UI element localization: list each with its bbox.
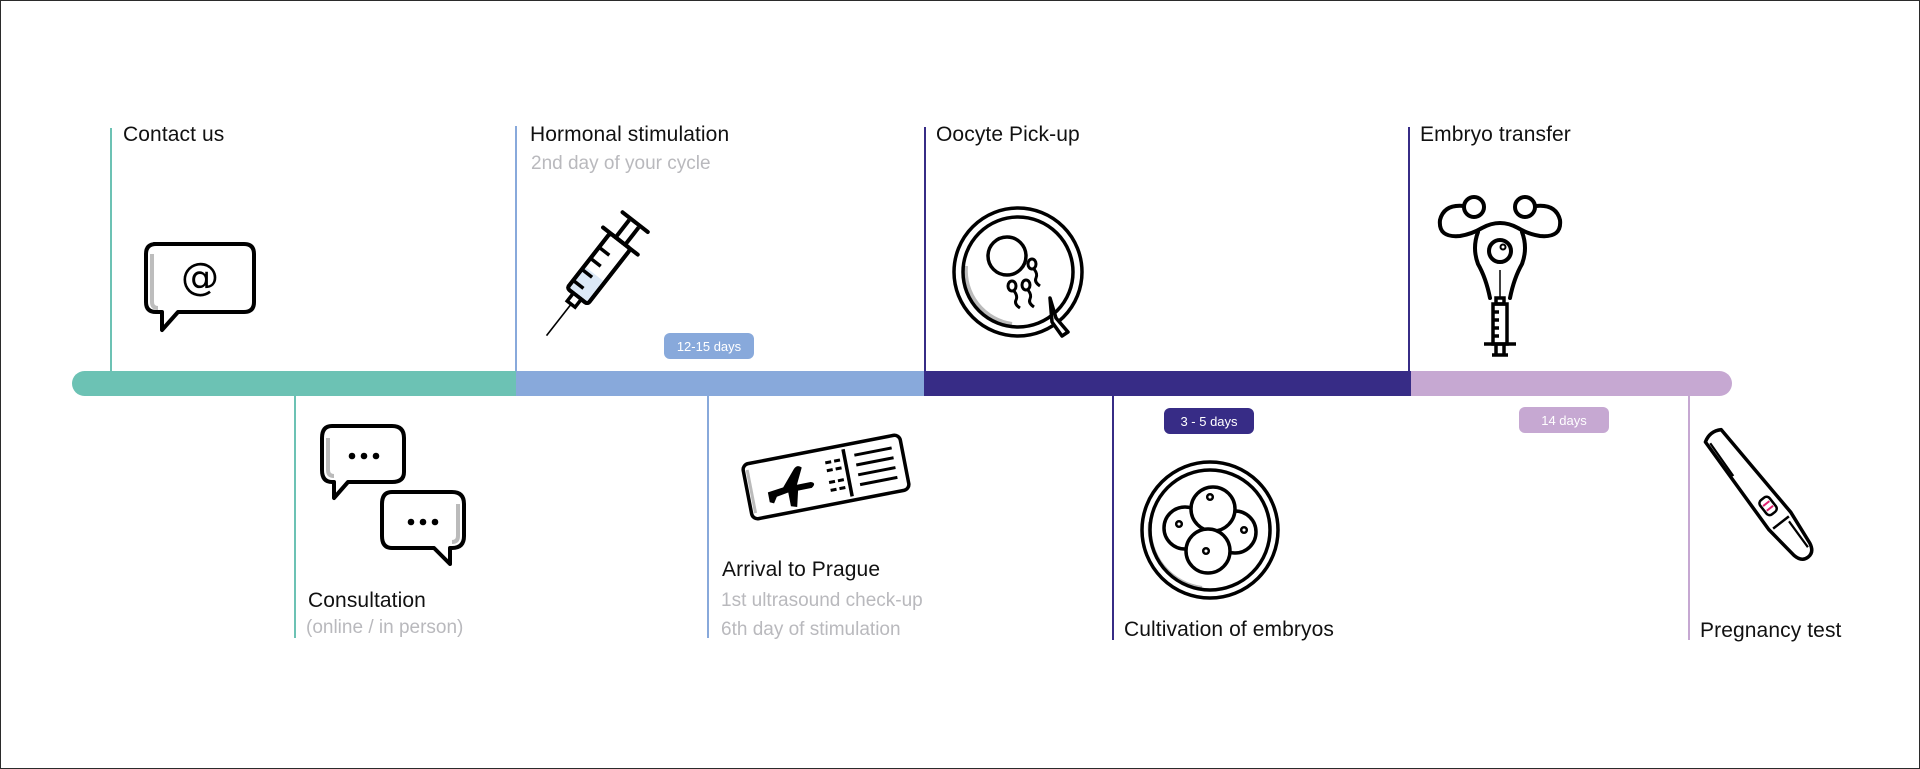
svg-text:@: @ — [181, 255, 219, 299]
step-title-hormonal-stimulation: Hormonal stimulation — [530, 123, 730, 146]
step-subtitle-arrival-line-1: 1st ultrasound check-up — [721, 590, 923, 611]
connector-pregnancy — [1688, 396, 1690, 640]
pregnancy-test-icon — [1700, 420, 1830, 585]
step-subtitle-hormonal-stimulation: 2nd day of your cycle — [531, 153, 711, 174]
timeline-segment-contact — [72, 371, 516, 396]
timeline-segment-lab — [924, 371, 1411, 396]
plane-ticket-icon — [738, 432, 914, 522]
connector-stimulation — [515, 126, 517, 371]
timeline-segment-waiting — [1411, 371, 1732, 396]
step-subtitle-consultation: (online / in person) — [306, 617, 464, 638]
uterus-transfer-icon — [1437, 192, 1566, 357]
connector-oocyte — [924, 127, 926, 371]
embryo-dish-icon — [1140, 460, 1280, 600]
connector-consultation — [294, 396, 296, 638]
chat-bubbles-icon — [320, 424, 470, 566]
connector-cultivation — [1112, 396, 1114, 640]
step-title-contact-us: Contact us — [123, 123, 225, 146]
step-title-embryo-transfer: Embryo transfer — [1420, 123, 1571, 146]
petri-dish-oocyte-icon — [952, 206, 1087, 341]
connector-contact — [110, 128, 112, 371]
step-title-pregnancy-test: Pregnancy test — [1700, 619, 1842, 642]
connector-arrival — [707, 396, 709, 638]
step-title-cultivation-of-embryos: Cultivation of embryos — [1124, 618, 1334, 641]
step-title-consultation: Consultation — [308, 589, 426, 612]
syringe-icon — [540, 198, 655, 344]
duration-badge-waiting: 14 days — [1519, 407, 1609, 433]
step-title-arrival-to-prague: Arrival to Prague — [722, 558, 881, 581]
connector-transfer — [1408, 127, 1410, 371]
step-title-oocyte-pick-up: Oocyte Pick-up — [936, 123, 1080, 146]
duration-badge-stimulation: 12-15 days — [664, 333, 754, 359]
step-subtitle-arrival-line-2: 6th day of stimulation — [721, 619, 901, 640]
email-speech-bubble-icon: @ — [144, 240, 258, 336]
duration-badge-lab: 3 - 5 days — [1164, 408, 1254, 434]
timeline-segment-stimulation — [516, 371, 924, 396]
